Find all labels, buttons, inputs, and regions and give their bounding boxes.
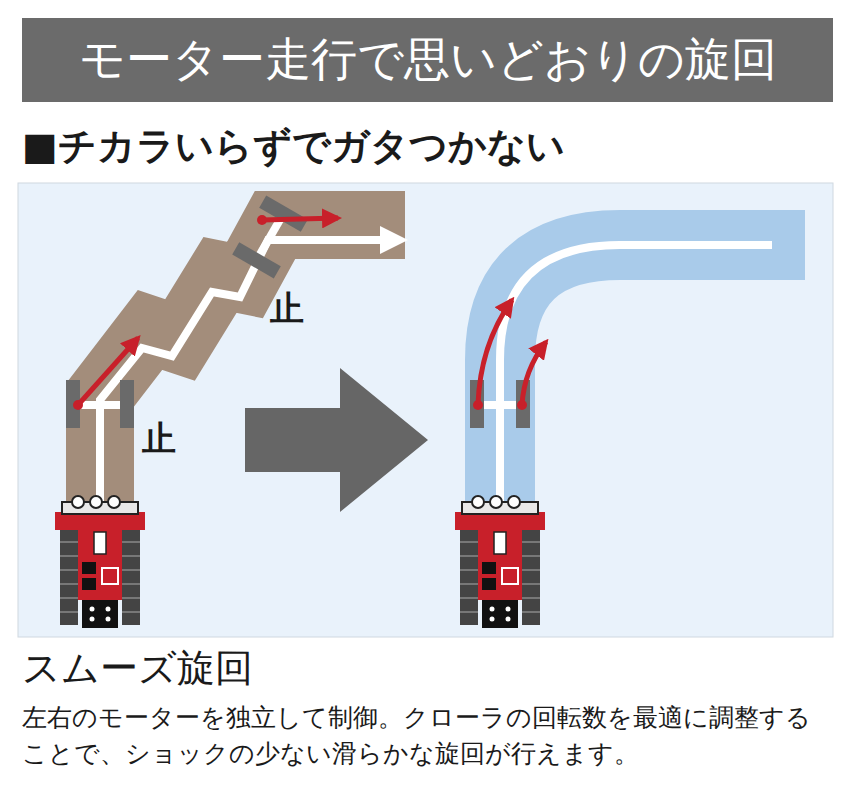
red-arrow <box>262 218 338 220</box>
stop-mark: 止 <box>142 418 192 459</box>
white-arrowhead <box>380 226 408 254</box>
smooth-path <box>500 245 805 560</box>
stop-mark: 止 <box>270 288 320 329</box>
title-bar <box>22 18 833 102</box>
big-arrow <box>245 368 428 512</box>
front-wheels <box>470 300 546 428</box>
body-text: 左右のモーターを独立して制御。クローラの回転数を最適に調整することで、ショックの… <box>22 700 830 772</box>
turned-wheels <box>232 196 308 279</box>
subheading: ■チカラいらずでガタつかない <box>22 124 722 170</box>
title-text: モーター走行で思いどおりの旋回 <box>22 18 833 102</box>
panel <box>18 183 833 637</box>
front-wheels <box>66 338 138 428</box>
section-heading: スムーズ旋回 <box>22 646 422 692</box>
track-line <box>500 245 772 520</box>
